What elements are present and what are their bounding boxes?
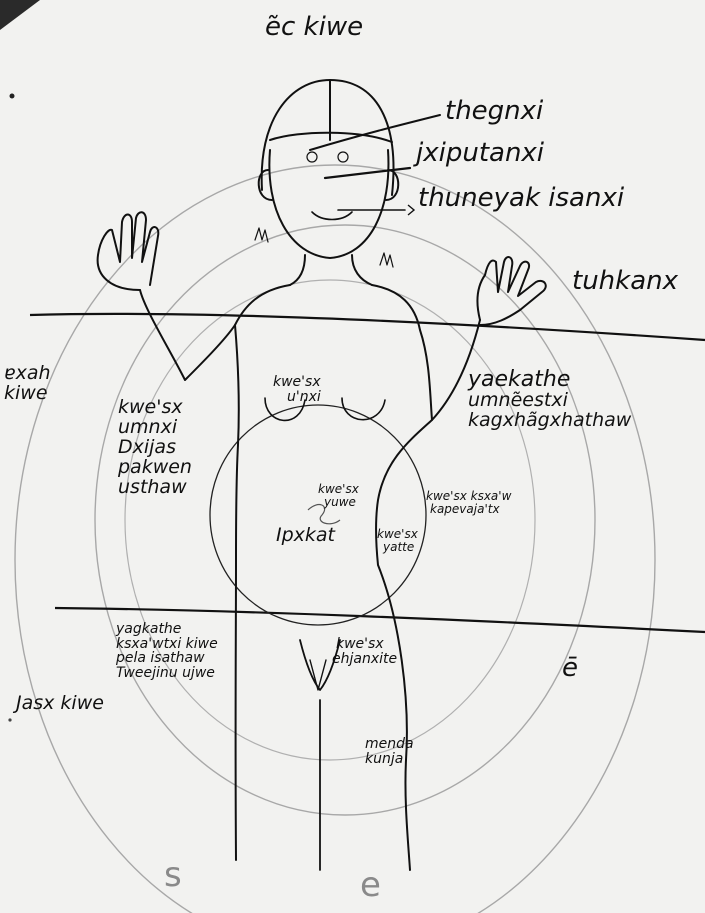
sheet-corner-shadow: [0, 0, 40, 30]
label-foot: menda kunja: [365, 737, 414, 766]
belly-circle: [210, 405, 426, 625]
right-arm: [372, 285, 480, 420]
label-lower-left: yagkathe ksxa'wtxi kiwe pela isathaw Twe…: [116, 622, 218, 681]
right-hand: [478, 257, 546, 325]
label-belly: Ipxkat: [276, 526, 335, 546]
label-left-sky: ɐxah kiwe: [4, 364, 51, 404]
label-right-mid: kwe'sx ksxa'w kapevaja'tx: [426, 490, 511, 515]
upper-divider: [30, 314, 705, 340]
left-arm: [140, 285, 290, 380]
label-head: thegnxi: [445, 98, 543, 125]
label-hand: tuhkanx: [572, 268, 678, 295]
label-hip: kwe'sx yatte: [377, 528, 418, 553]
inner-oval: [125, 280, 535, 760]
left-body-line: [235, 325, 239, 860]
left-hand: [98, 212, 159, 290]
label-nose: jxiputanxi: [416, 140, 544, 167]
label-bottom-e: e: [360, 868, 381, 904]
face-outline: [269, 150, 388, 258]
label-navel: kwe'sx yuwe: [318, 483, 359, 508]
label-left-list: kwe'sx umnxi Dxijas pakwen usthaw: [118, 398, 192, 498]
label-mouth: thuneyak isanxi: [418, 185, 624, 212]
label-underworld: Jasx kiwe: [16, 694, 104, 714]
label-bottom-s: s: [164, 858, 182, 894]
label-chest: kwe'sx u'nxi: [273, 375, 321, 404]
label-top-title: ẽc kiwe: [265, 14, 363, 41]
label-groin: kwe'sx ehjanxite: [332, 637, 397, 666]
label-right-list: yaekathe umnẽestxi kagxhãgxhathaw: [468, 368, 631, 431]
label-right-e: ē: [562, 655, 578, 682]
